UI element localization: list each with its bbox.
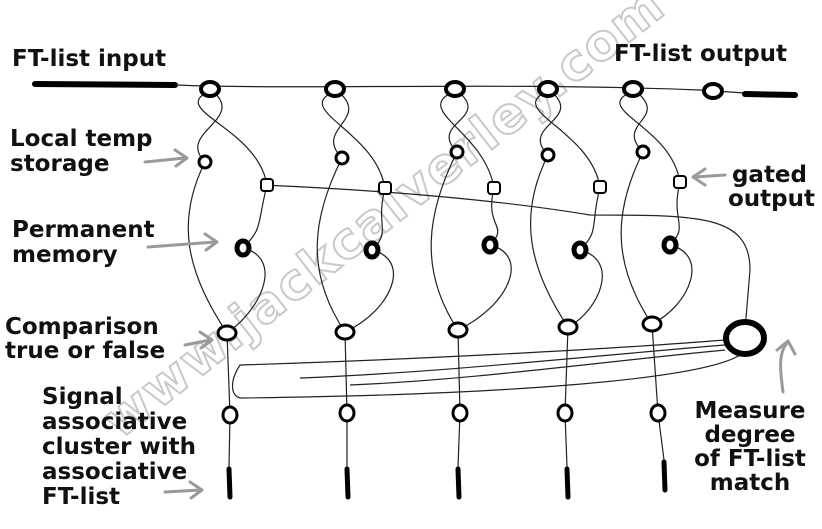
watermark: www.jackcalverley.com: [92, 0, 676, 449]
column-4-wire-2: [535, 88, 601, 188]
column-3-wire-2: [440, 88, 495, 189]
local-temp-label-2: storage: [10, 151, 109, 177]
column-1-wire-6: [226, 332, 231, 416]
column-4-output-tail: [564, 466, 571, 500]
measure-label-1: Measure: [694, 398, 805, 424]
column-3-output-tail: [455, 466, 462, 500]
measure-match-node: [723, 319, 767, 357]
column-5-permanent-memory-node: [661, 235, 679, 255]
column-2-wire-2: [322, 88, 386, 189]
column-4-wire-4: [579, 186, 601, 251]
column-3-wire-6: [457, 329, 461, 414]
column-4-gated-output-node: [593, 180, 607, 194]
column-2-wire-6: [344, 331, 348, 414]
column-5-wire-3: [620, 151, 653, 325]
column-2-gated-output-node: [378, 181, 392, 195]
column-5-wire-1: [632, 88, 648, 153]
column-1-local-temp-node: [197, 154, 213, 170]
column-4-local-temp-node: [540, 147, 556, 163]
column-3-comparison-node: [447, 321, 469, 339]
column-4-wire-6: [564, 326, 569, 414]
ft-input-label: FT-list input: [12, 46, 166, 72]
column-2-comparison-node: [334, 323, 356, 341]
permanent-label-2: memory: [12, 242, 118, 268]
comparison-label-2: true or false: [5, 338, 165, 364]
measure-label-4: match: [710, 470, 791, 496]
column-2-local-temp-node: [334, 150, 350, 166]
local-temp-label-1: Local temp: [10, 126, 153, 152]
column-5-local-temp-node: [635, 144, 651, 160]
column-2-wire-1: [333, 88, 350, 159]
gated-label-2: output: [728, 186, 815, 212]
column-5-signal-node: [649, 403, 667, 423]
permanent-label-1: Permanent: [12, 217, 155, 243]
signal-label-5: FT-list: [42, 484, 120, 510]
signal-label-2: associative: [42, 409, 187, 435]
column-2-bus-node: [324, 80, 346, 98]
column-1-wire-1: [197, 88, 223, 163]
comparison-label-1: Comparison: [5, 314, 159, 340]
signal-label-3: cluster with: [42, 434, 196, 460]
column-1: [187, 80, 274, 500]
signal-label-1: Signal: [42, 384, 123, 410]
column-4-comparison-node: [557, 318, 579, 336]
column-3-wire-3: [430, 151, 459, 331]
column-5-wire-5: [651, 244, 693, 325]
ft-output-bus: [742, 91, 798, 98]
column-4: [530, 80, 607, 500]
measure-label-3: of FT-list: [694, 446, 806, 472]
signal-label-4: associative: [42, 459, 187, 485]
column-3-wire-1: [448, 88, 469, 153]
column-3-local-temp-node: [449, 144, 465, 160]
column-1-wire-2: [197, 88, 268, 186]
gated-label-1: gated: [732, 162, 807, 188]
column-4-bus-node: [537, 80, 559, 98]
column-3-bus-node: [444, 80, 466, 98]
column-5-wire-4: [669, 181, 681, 246]
column-2-wire-5: [344, 249, 395, 333]
ft-input-bus: [32, 81, 178, 88]
output-bus-node: [702, 82, 724, 100]
measure-feedback-wires: [231, 184, 751, 399]
column-4-permanent-memory-node: [571, 240, 589, 260]
columns-group: [187, 80, 724, 500]
column-3-signal-node: [451, 403, 469, 423]
column-2-permanent-memory-node: [363, 240, 381, 260]
column-3: [430, 80, 512, 500]
column-3-permanent-memory-node: [481, 235, 499, 255]
column-2-wire-3: [316, 157, 346, 333]
column-4-wire-3: [530, 154, 569, 328]
column-4-wire-5: [567, 249, 603, 328]
column-4-signal-node: [556, 403, 574, 423]
column-2: [316, 80, 395, 500]
column-1-gated-output-node: [260, 178, 274, 192]
column-1-output-tail: [226, 466, 233, 500]
column-5-gated-output-node: [673, 175, 687, 189]
ft-output-label: FT-list output: [614, 41, 787, 67]
column-5-comparison-node: [641, 315, 663, 333]
column-1-wire-4: [242, 184, 268, 249]
column-3-wire-5: [457, 244, 512, 331]
measure-label-2: degree: [704, 422, 795, 448]
column-1-wire-3: [187, 161, 228, 334]
column-5-wire-6: [651, 323, 659, 414]
column-1-comparison-node: [216, 324, 238, 342]
column-1-permanent-memory-node: [234, 238, 252, 258]
column-5-wire-2: [619, 88, 681, 183]
ft-main-bus: [174, 84, 761, 95]
column-2-signal-node: [338, 403, 356, 423]
column-2-output-tail: [344, 466, 351, 500]
column-5-output-tail: [661, 459, 668, 493]
column-1-signal-node: [221, 405, 239, 425]
column-5: [619, 80, 693, 493]
column-3-gated-output-node: [487, 181, 501, 195]
label-arrows: [143, 148, 797, 500]
column-1-wire-5: [226, 247, 266, 334]
column-5-bus-node: [622, 80, 644, 98]
column-1-bus-node: [199, 80, 221, 98]
